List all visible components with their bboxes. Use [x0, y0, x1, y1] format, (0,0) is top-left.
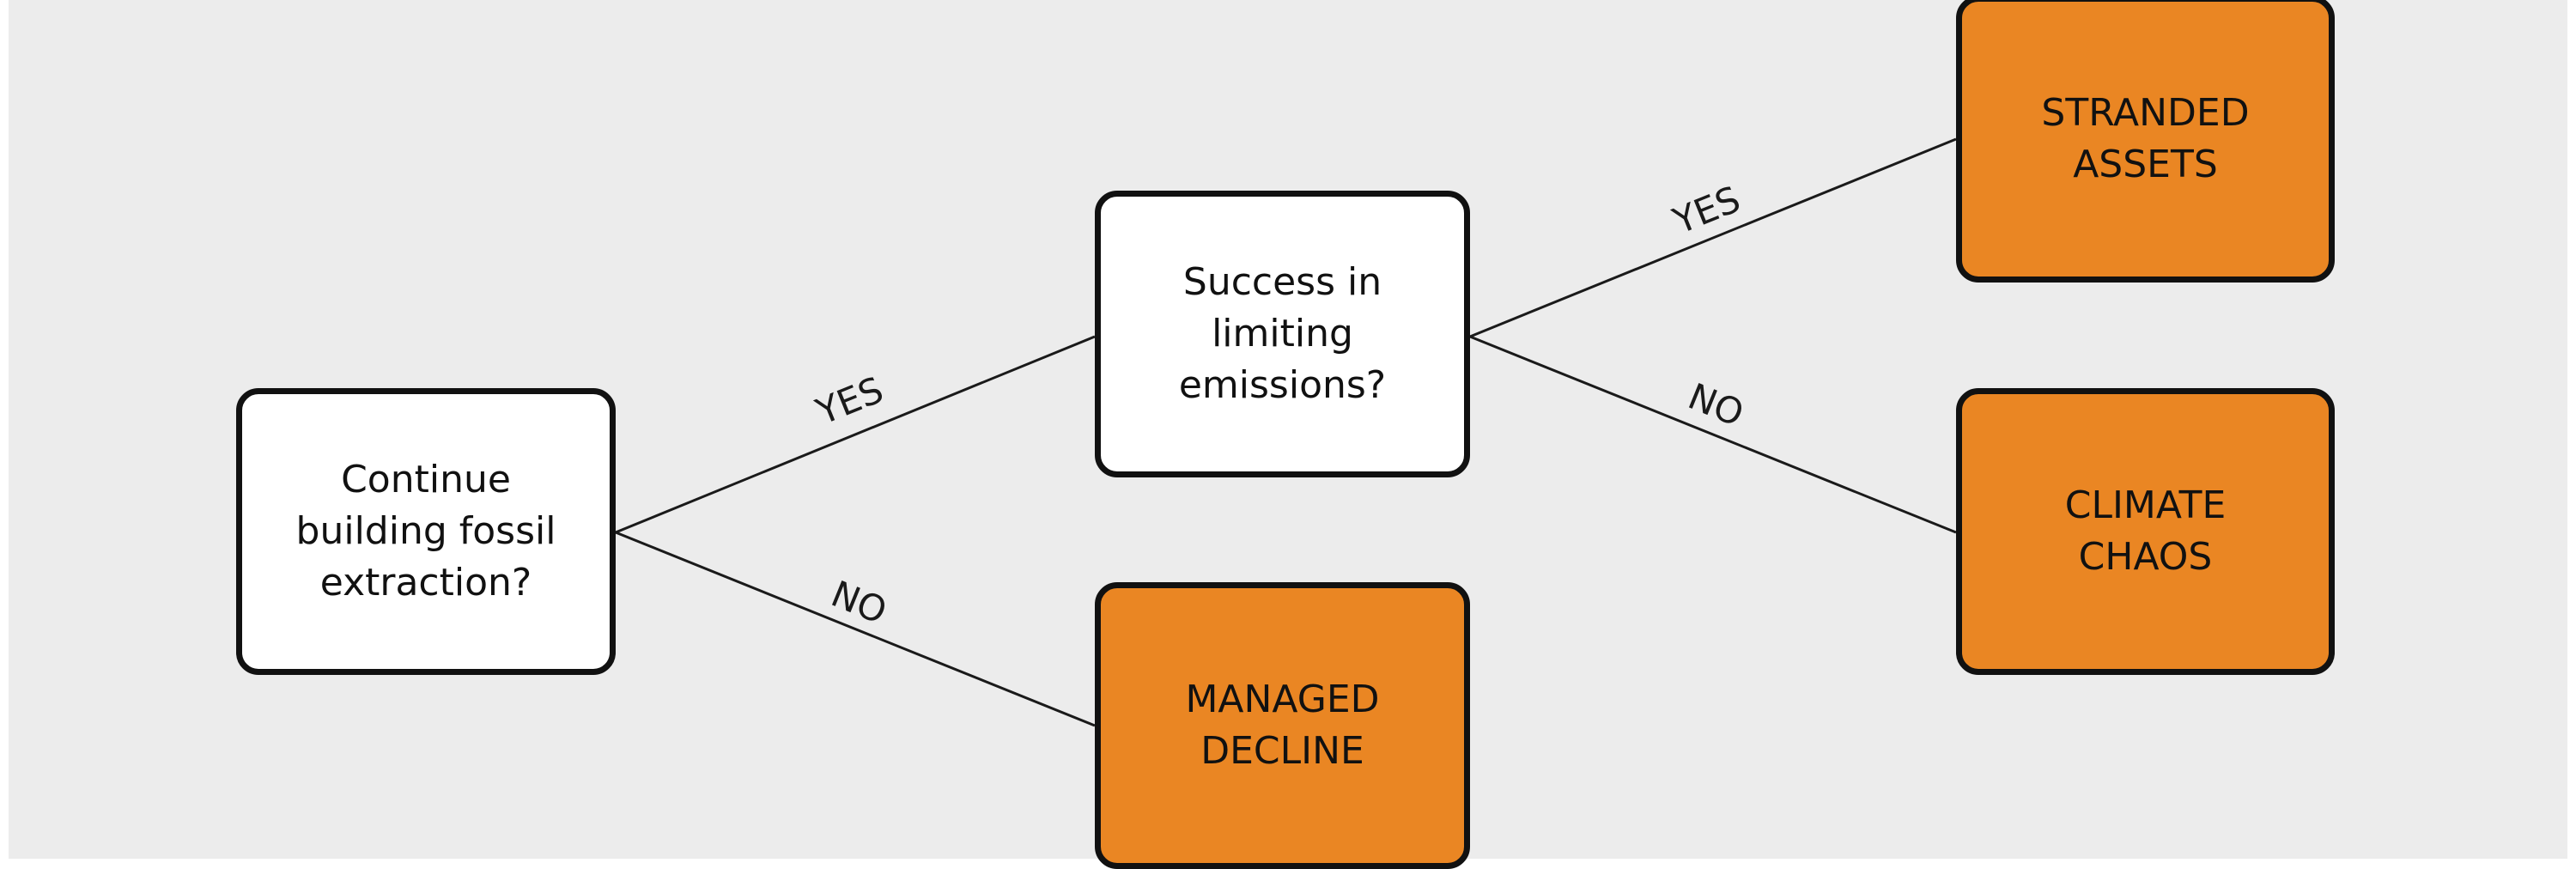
decision-node-continue-extraction: Continue building fossil extraction? [236, 388, 616, 675]
decision-node-label: Continue building fossil extraction? [295, 458, 556, 605]
outcome-node-label: MANAGED DECLINE [1185, 678, 1380, 773]
connector-continue-no [615, 531, 1096, 727]
outcome-node-stranded-assets: STRANDED ASSETS [1956, 0, 2335, 283]
outcome-node-label: CLIMATE CHAOS [2064, 483, 2227, 579]
connector-success-no [1469, 335, 1957, 534]
decision-node-label: Success in limiting emissions? [1178, 260, 1387, 407]
connector-success-yes [1469, 137, 1957, 338]
edge-label-success-yes: YES [1667, 178, 1746, 242]
edge-label-continue-yes: YES [810, 368, 889, 433]
connector-continue-yes [615, 335, 1096, 534]
decision-node-limiting-emissions: Success in limiting emissions? [1095, 191, 1470, 477]
edge-label-continue-no: NO [825, 573, 892, 633]
outcome-node-managed-decline: MANAGED DECLINE [1095, 582, 1470, 869]
outcome-node-label: STRANDED ASSETS [2041, 91, 2250, 186]
outcome-node-climate-chaos: CLIMATE CHAOS [1956, 388, 2335, 675]
